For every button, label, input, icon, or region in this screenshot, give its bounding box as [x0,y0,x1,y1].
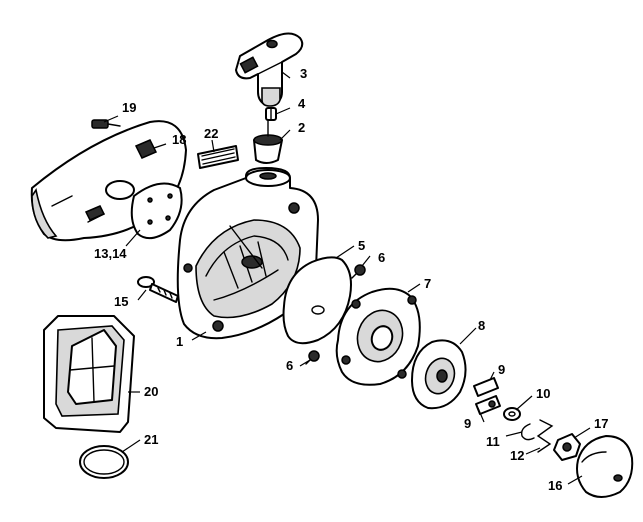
callout-19: 19 [122,100,136,115]
callout-18: 18 [172,132,186,147]
part-gasket-plate[interactable] [130,182,183,240]
callout-10: 10 [536,386,550,401]
callout-20: 20 [144,384,158,399]
callout-8: 8 [478,318,485,333]
callout-21: 21 [144,432,158,447]
part-rope-rotor[interactable] [411,339,467,410]
part-rope-guide-bush[interactable] [253,119,283,164]
part-o-ring-21[interactable] [79,445,129,479]
callout-15: 15 [114,294,128,309]
callout-1: 1 [176,334,183,349]
part-pawl-9-upper[interactable] [473,377,499,397]
part-wire-spring-12[interactable] [536,419,554,453]
callouts: 3 4 2 19 18 22 13,14 15 1 5 6 6 7 8 9 9 … [94,66,608,493]
callout-3: 3 [300,66,307,81]
part-screw-6-top[interactable] [351,264,366,279]
callout-9-upper: 9 [498,362,505,377]
callout-4: 4 [298,96,306,111]
part-rope-pin[interactable] [265,107,277,121]
callout-16: 16 [548,478,562,493]
part-spring-housing[interactable] [335,287,421,386]
part-clip-18[interactable] [134,139,158,159]
callout-11: 11 [486,434,500,449]
callout-22: 22 [204,126,218,141]
part-fan-housing[interactable] [176,167,319,340]
part-fan-cup-16[interactable] [576,435,634,498]
callout-17: 17 [594,416,608,431]
callout-7: 7 [424,276,431,291]
part-nut-17[interactable] [553,433,581,461]
callout-6-top: 6 [378,250,385,265]
part-spring-clip-11[interactable] [520,423,535,441]
part-spring-cover[interactable] [282,256,352,345]
callout-12: 12 [510,448,524,463]
part-starter-grip[interactable] [235,32,304,107]
callout-2: 2 [298,120,305,135]
callout-9-lower: 9 [464,416,471,431]
callout-6-bottom: 6 [286,358,293,373]
part-screw-6-bottom[interactable] [305,350,320,365]
part-screw-15[interactable] [137,276,179,303]
part-label-plate[interactable] [197,145,239,169]
leader-lines [103,71,591,485]
callout-13-14: 13,14 [94,246,127,261]
part-air-filter-20[interactable] [43,315,135,433]
callout-5: 5 [358,238,365,253]
part-washer-10[interactable] [503,407,521,421]
